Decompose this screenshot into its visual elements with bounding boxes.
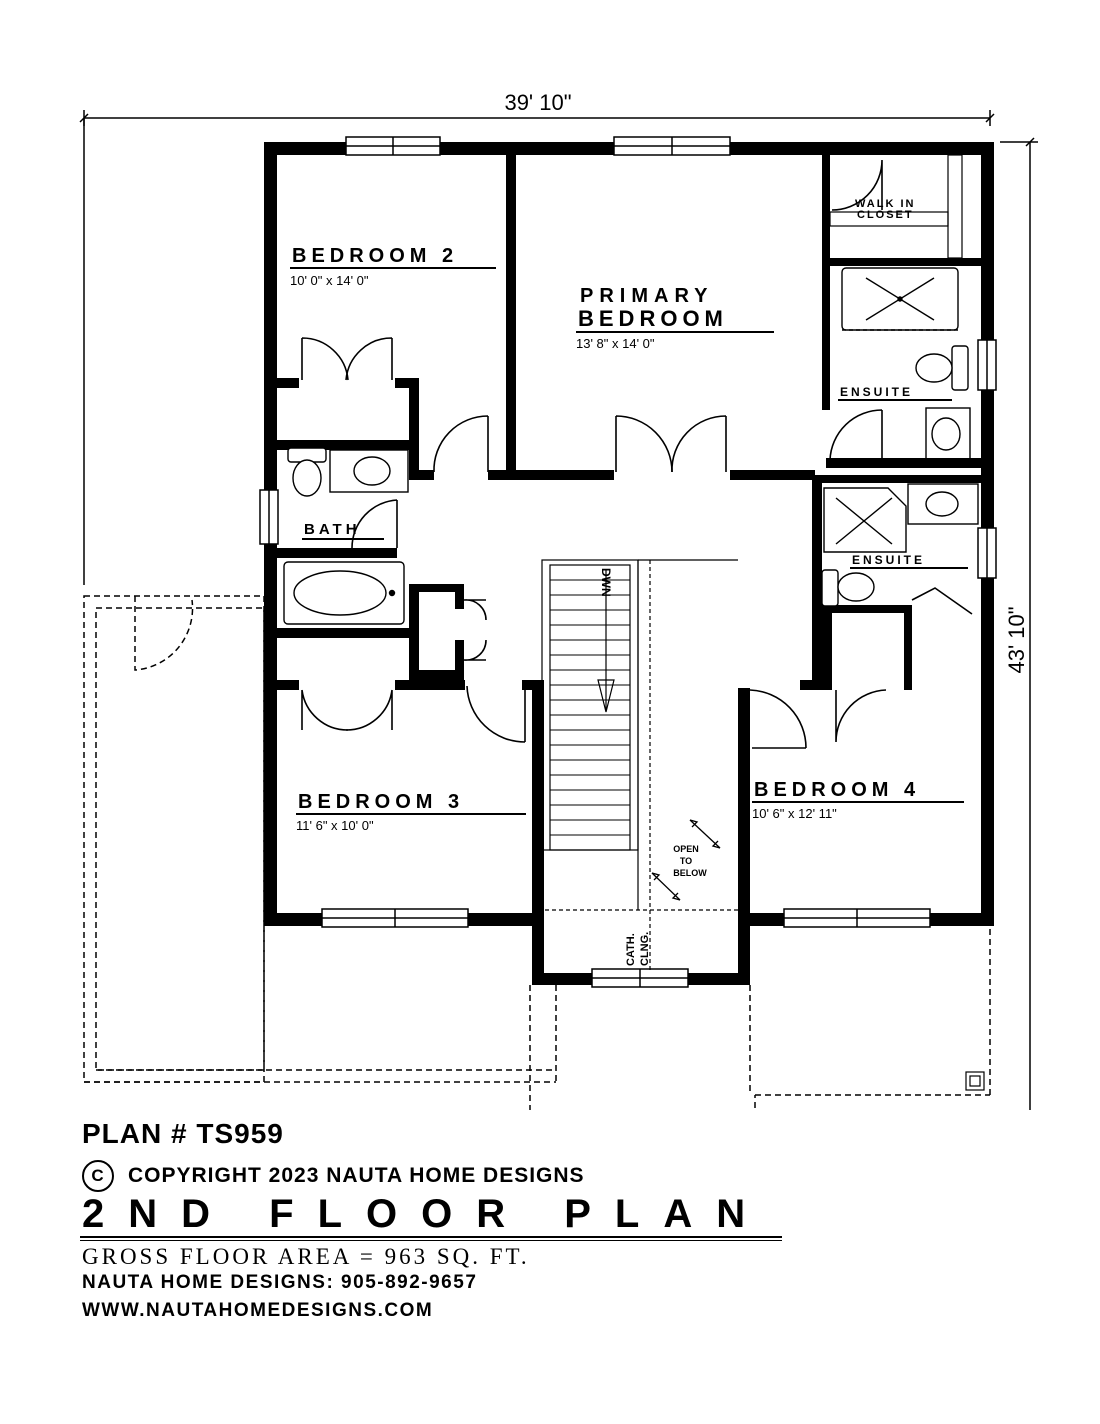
depth-dimension [1000,137,1038,1110]
lower-roof-outline [83,595,991,1110]
open-to-below-arrows [651,819,721,901]
shower-primary-ensuite [841,267,959,331]
title-underline [80,1236,782,1238]
plan-number: PLAN # TS959 [82,1118,284,1149]
stair-treads [550,579,630,836]
bathtub [283,561,405,625]
bedroom2-size: 10' 0" x 14' 0" [290,273,369,288]
shower-bedroom4-ensuite [823,487,907,553]
bedroom3-size: 11' 6" x 10' 0" [296,818,374,833]
open-to-below-line2: TO [680,856,692,866]
width-dimension [79,110,995,585]
depth-dimension-label: 43' 10" [1004,606,1029,673]
toilets [287,345,969,607]
website-line: WWW.NAUTAHOMEDESIGNS.COM [82,1300,434,1321]
walkin-closet-label-line1: WALK IN [855,198,915,210]
closet-shelving [829,154,963,259]
copyright-text: COPYRIGHT 2023 NAUTA HOME DESIGNS [128,1164,585,1187]
open-to-below-line1: OPEN [673,844,699,854]
stair [541,559,738,970]
porch-posts [965,1071,985,1091]
stair-down-label: DWN [599,568,613,597]
copyright-icon: C [82,1160,114,1192]
phone-line: NAUTA HOME DESIGNS: 905-892-9657 [82,1272,478,1293]
copyright-line: C COPYRIGHT 2023 NAUTA HOME DESIGNS [82,1160,585,1192]
title-underline-second [80,1240,782,1241]
bedroom2-label: BEDROOM 2 [292,245,458,267]
vanities [329,407,979,525]
width-dimension-label: 39' 10" [504,90,571,115]
primary-bedroom-size: 13' 8" x 14' 0" [576,336,655,351]
windows [259,136,997,988]
open-to-below-line3: BELOW [673,868,707,878]
bath-label: BATH [304,521,361,538]
floor-plan-drawing: 39' 10" 43' 10" [79,90,1038,1110]
cathedral-ceiling-line1: CATH. [625,933,637,966]
interior-walls [277,155,981,698]
gross-floor-area: GROSS FLOOR AREA = 963 SQ. FT. [82,1244,530,1269]
bedroom4-label: BEDROOM 4 [754,779,920,801]
drawing-title: 2ND FLOOR PLAN [82,1192,770,1236]
bedroom4-size: 10' 6" x 12' 11" [752,806,837,821]
primary-bedroom-label-line2: BEDROOM [578,306,728,331]
primary-bedroom-label-line1: PRIMARY [580,285,713,307]
bedroom4-ensuite-label: ENSUITE [852,553,925,567]
primary-ensuite-label: ENSUITE [840,385,913,399]
walkin-closet-label-line2: CLOSET [857,209,914,221]
cathedral-ceiling-line2: CLNG. [639,932,651,966]
bedroom3-label: BEDROOM 3 [298,791,464,813]
